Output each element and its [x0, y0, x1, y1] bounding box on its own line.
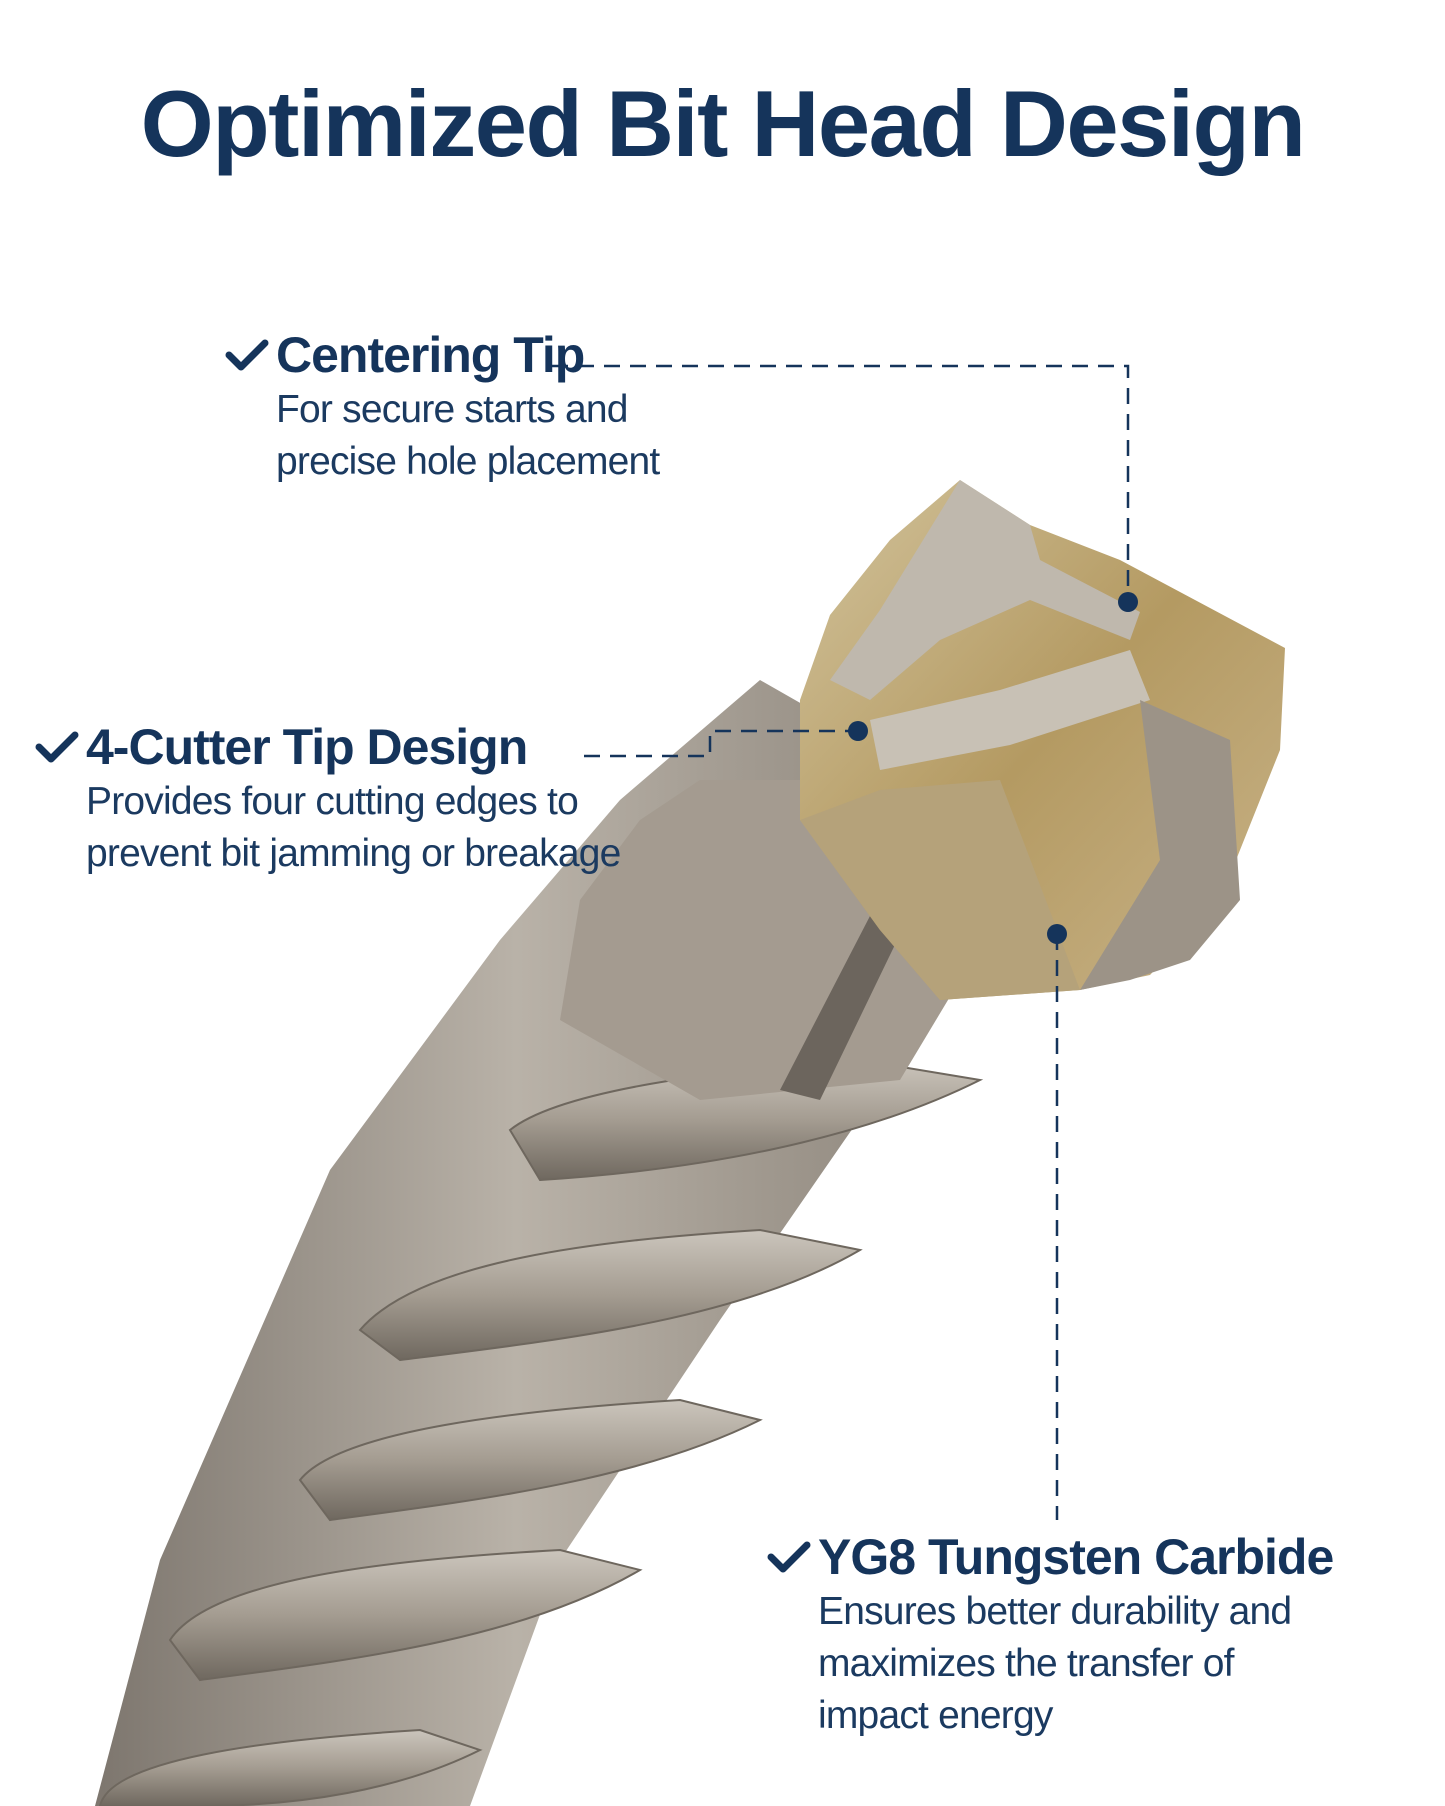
page-title: Optimized Bit Head Design	[140, 71, 1306, 176]
checkmark-icon	[767, 1541, 811, 1573]
callout-heading: Centering Tip	[276, 327, 585, 383]
callout-description: For secure starts and precise hole place…	[276, 388, 660, 483]
checkmark-icon	[225, 339, 269, 371]
callout-four-cutter-tip: 4-Cutter Tip Design Provides four cuttin…	[34, 718, 621, 880]
callout-yg8-tungsten-carbide: YG8 Tungsten Carbide Ensures better dura…	[766, 1528, 1334, 1742]
callout-heading: YG8 Tungsten Carbide	[818, 1529, 1334, 1585]
checkmark-icon	[35, 731, 79, 763]
callout-description: Ensures better durability and maximizes …	[818, 1590, 1292, 1737]
callout-description: Provides four cutting edges to prevent b…	[86, 780, 621, 875]
callout-heading: 4-Cutter Tip Design	[86, 719, 528, 775]
callout-centering-tip: Centering Tip For secure starts and prec…	[224, 326, 660, 488]
